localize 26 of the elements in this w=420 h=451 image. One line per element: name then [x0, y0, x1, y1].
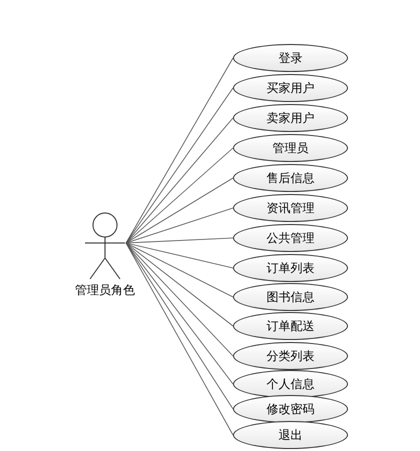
association-line — [126, 88, 234, 244]
use-case-ellipse: 订单列表 — [233, 254, 348, 282]
association-line — [126, 208, 234, 244]
use-case-ellipse: 管理员 — [233, 134, 348, 162]
use-case-ellipse: 退出 — [233, 421, 348, 449]
use-case-ellipse: 公共管理 — [233, 224, 348, 252]
use-case-ellipse: 分类列表 — [233, 342, 348, 370]
association-line — [126, 242, 234, 268]
association-line — [126, 238, 234, 244]
use-case-ellipse: 登录 — [233, 44, 348, 72]
association-line — [126, 178, 234, 244]
use-case-ellipse: 订单配送 — [233, 312, 348, 340]
association-line — [126, 242, 234, 298]
use-case-ellipse: 售后信息 — [233, 164, 348, 192]
actor-label: 管理员角色 — [75, 282, 135, 299]
use-case-ellipse: 修改密码 — [233, 395, 348, 423]
association-line — [126, 242, 234, 356]
use-case-ellipse: 资讯管理 — [233, 194, 348, 222]
association-line — [126, 242, 234, 326]
use-case-ellipse: 图书信息 — [233, 283, 348, 311]
use-case-ellipse: 卖家用户 — [233, 104, 348, 132]
association-line — [126, 148, 234, 244]
use-case-ellipse: 个人信息 — [233, 370, 348, 398]
association-line — [126, 58, 234, 244]
use-case-ellipse: 买家用户 — [233, 74, 348, 102]
association-line — [126, 118, 234, 244]
